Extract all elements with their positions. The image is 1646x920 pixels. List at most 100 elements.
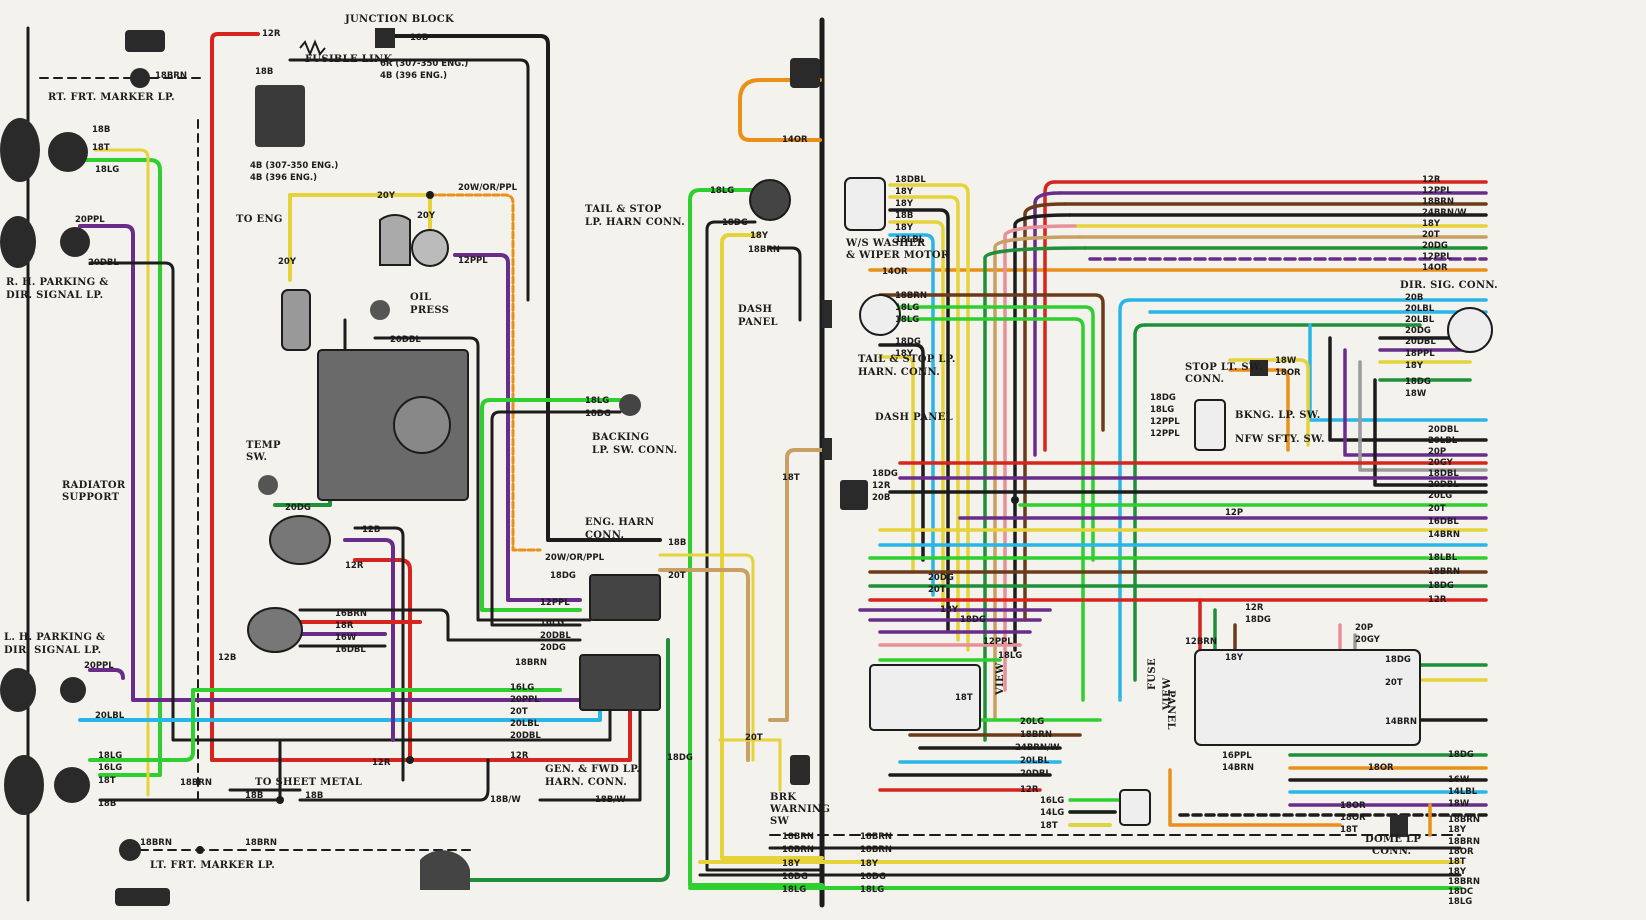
wire-12r-main: [210, 32, 412, 762]
wire-20gy-loop: [1358, 360, 1488, 472]
wire-label: 18BRN: [782, 832, 814, 842]
wire-label: 12PPL: [1150, 429, 1180, 439]
wire-label: 14OR: [782, 135, 808, 145]
wire-6r: [288, 58, 530, 302]
wire-label: 12PPL: [983, 637, 1013, 647]
wire-label: 20W/OR/PPL: [545, 553, 605, 563]
wire-label: 18OR: [1340, 813, 1366, 823]
wire-label: 18Y: [860, 859, 879, 869]
wire-label: 20LBL: [1020, 756, 1050, 766]
wire-label: 12PPL: [1422, 252, 1452, 262]
wire-label: 18Y: [750, 231, 769, 241]
wire-label: 18LG: [1448, 897, 1472, 907]
wire-label: 18LG: [98, 751, 122, 761]
top-horn-shape: [125, 30, 165, 52]
wire-20ppl-left: [88, 668, 125, 680]
wire-label: 12B: [218, 653, 236, 663]
wire-label: 18DC: [1448, 887, 1473, 897]
middle-wires: [658, 17, 1462, 908]
wire-label: 18BRN: [180, 778, 212, 788]
fusible-link-shape: [299, 39, 326, 57]
wire-label: 18BRN: [1020, 730, 1052, 740]
dot: [426, 191, 434, 199]
fuse-panel-shape: [1194, 649, 1421, 746]
wire-label: 20DG: [1405, 326, 1431, 336]
wire-label: 18DBL: [895, 175, 926, 185]
wire-label: 20DG: [285, 503, 311, 513]
wire-20t-mid: [658, 568, 750, 762]
wire-label: 20DG: [928, 573, 954, 583]
wire-label: 18Y: [1405, 361, 1424, 371]
wire-18t-right: [93, 148, 150, 797]
wire-label: 6R (307-350 ENG.): [380, 59, 468, 69]
wire-label: 18DG: [585, 409, 611, 419]
dot: [196, 846, 204, 854]
wire-label: 12PPL: [1150, 417, 1180, 427]
wire-label: 14LBL: [1448, 787, 1478, 797]
wire-label: 12R: [1020, 785, 1039, 795]
label-rh-signal: DIR. SIGNAL LP.: [6, 290, 103, 301]
label-tail-stop2: LP. HARN CONN.: [585, 217, 685, 228]
right-headlamp-shape: [0, 118, 40, 182]
wire-label: 4B (307-350 ENG.): [250, 161, 338, 171]
wire-18brn-tail: [768, 246, 802, 322]
wire-label: 20T: [928, 585, 946, 595]
ac-gen-shape: [269, 515, 331, 565]
wire-label: 18T: [782, 473, 800, 483]
label-fuse: FUSE: [1147, 658, 1158, 690]
wire-label: 18DG: [1448, 750, 1474, 760]
right-headlamp2-shape: [48, 132, 88, 172]
brk-warning-shape: [790, 755, 810, 785]
wire-label: 20DBL: [1428, 480, 1459, 490]
bkng-sw-shape: [1194, 399, 1226, 451]
wire-label: 18R: [335, 621, 354, 631]
rt-marker-lamp-shape: [130, 68, 150, 88]
junction-block-shape: [375, 28, 395, 48]
wire-label: 12BRN: [1185, 637, 1217, 647]
wire-label: 18DG: [1245, 615, 1271, 625]
wire-label: 18DG: [872, 469, 898, 479]
wire-label: 18LG: [895, 303, 919, 313]
label-stop-lt-sw: STOP LT. SW.: [1185, 362, 1263, 373]
wire-dg-vert: [983, 246, 1087, 742]
wire-label: 20DBL: [510, 731, 541, 741]
wire-label: 12R: [1422, 175, 1441, 185]
wire-label: 18DG: [782, 872, 808, 882]
wire-label: 18LG: [1150, 405, 1174, 415]
wire-18or-dome2: [1168, 768, 1342, 827]
wire-18b-junction: [378, 34, 662, 542]
label-nfw-sfty-sw: NFW SFTY. SW.: [1235, 434, 1325, 445]
label-warning: WARNING: [769, 804, 830, 815]
wiper-motor-shape: [844, 177, 886, 231]
wire-label: 20P: [1428, 447, 1446, 457]
dash-conn2-shape: [822, 438, 832, 460]
wire-label: 18BRN: [860, 845, 892, 855]
horn-shape: [115, 888, 170, 906]
wire-label: 18DG: [960, 615, 986, 625]
wire-label: 18B: [895, 211, 913, 221]
component-labels: JUNCTION BLOCK FUSIBLE LINK RT. FRT. MAR…: [4, 14, 1498, 871]
wire-label: 16W: [1448, 775, 1470, 785]
wire-18dg-tailr: [878, 343, 925, 562]
wire-label: 12R: [345, 561, 364, 571]
wire-20dbl-mid: [498, 708, 612, 742]
brk-top-shape: [790, 58, 820, 88]
wire-label: 18DG: [722, 218, 748, 228]
wire-18bw: [538, 698, 642, 802]
label-stop-lt-sw2: CONN.: [1185, 374, 1224, 385]
wire-label: 18BRN: [515, 658, 547, 668]
wire-label: 18Y: [940, 605, 959, 615]
wire-label: 18LG: [998, 651, 1022, 661]
wire-label: 4B (396 ENG.): [250, 173, 317, 183]
wire-label: 14BRN: [1385, 717, 1417, 727]
wire-20t-brake: [718, 738, 782, 792]
wire-label: 16LG: [510, 683, 534, 693]
wire-18y-tail: [720, 233, 824, 860]
wire-label: 18T: [1340, 825, 1358, 835]
wire-label: 12B: [362, 525, 380, 535]
wire-labels: 12R 18B 18B 18BRN 18B 18T 18LG 20PPL 20D…: [75, 29, 1480, 907]
label-brk: BRK: [770, 792, 796, 803]
label-dome-lp: DOME LP: [1365, 834, 1421, 845]
wire-label: 12PPL: [458, 256, 488, 266]
label-eng-harn: ENG. HARN: [585, 517, 654, 528]
